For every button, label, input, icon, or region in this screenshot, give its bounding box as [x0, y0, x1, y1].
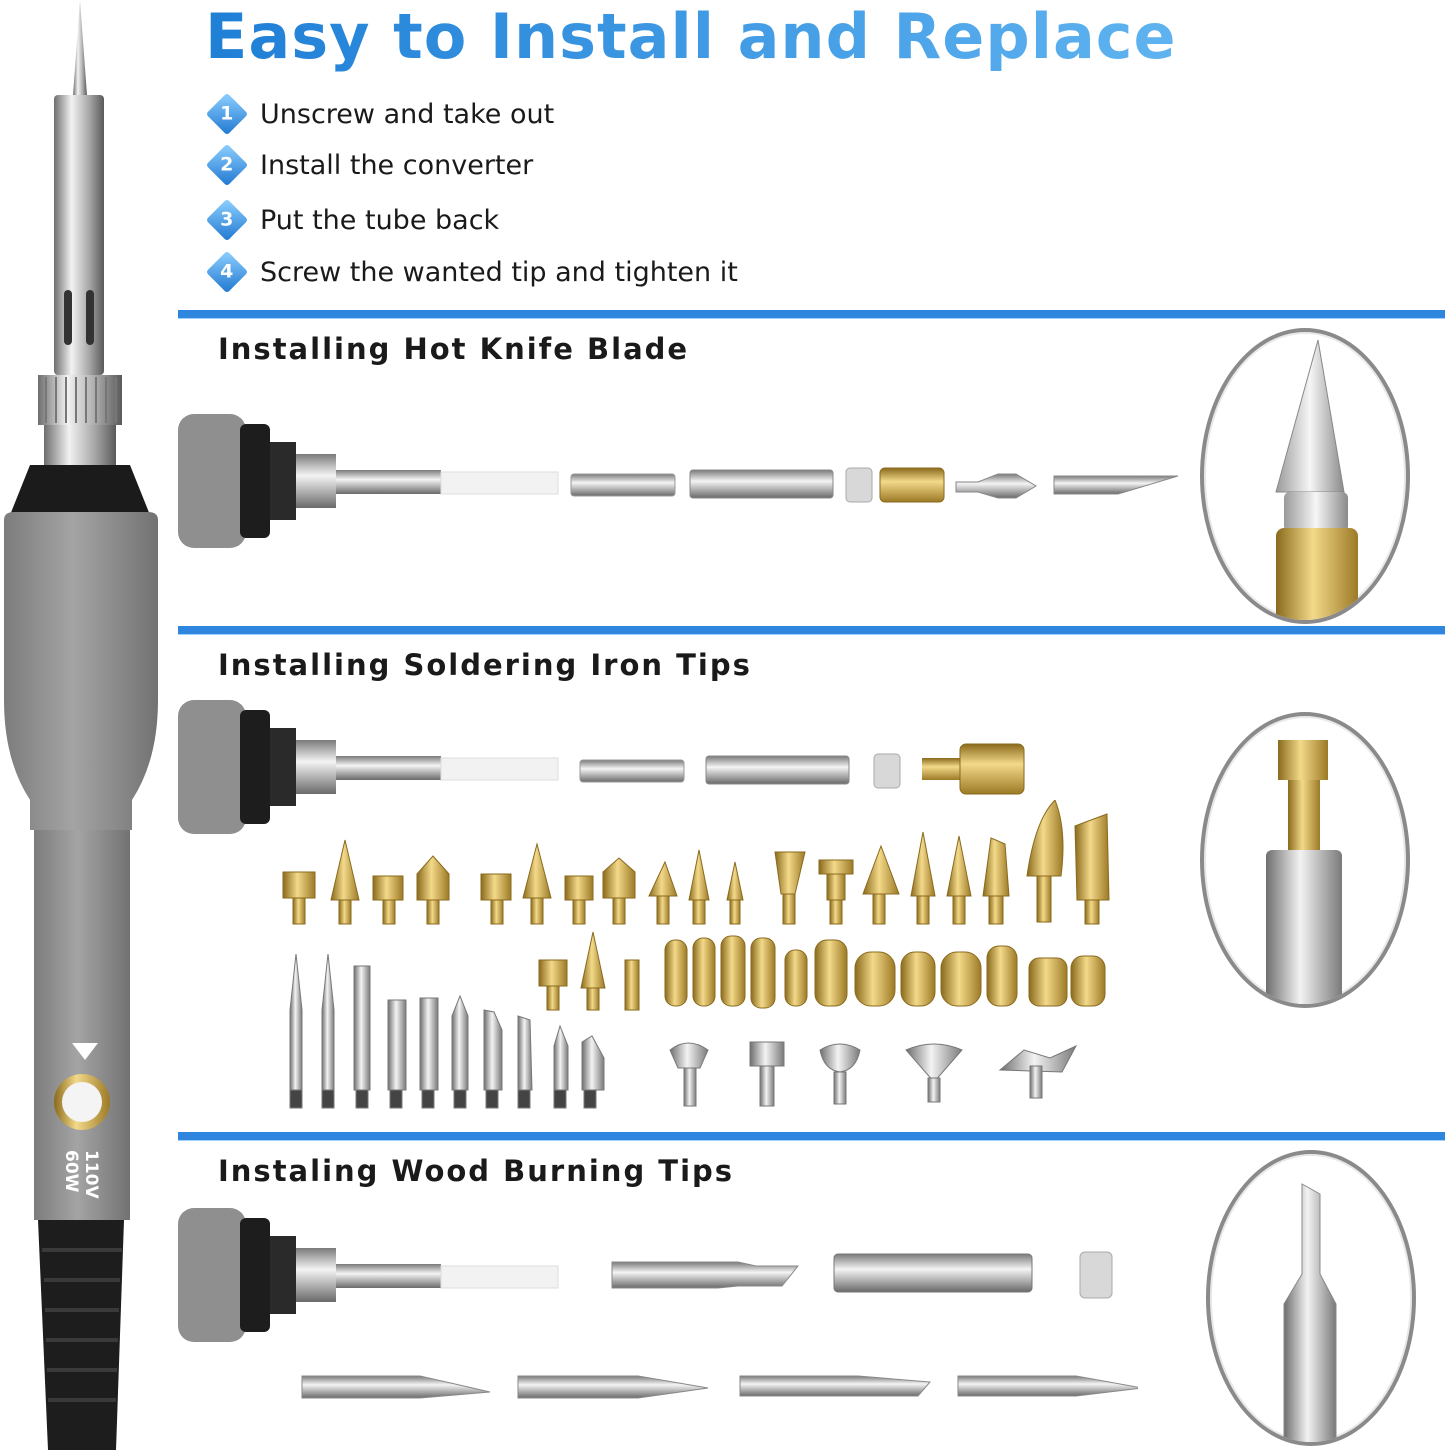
burning-tip-closeup-image: [1283, 1183, 1337, 1442]
section-divider: [178, 310, 1445, 318]
soldering-detail-oval: [1200, 712, 1410, 1008]
soldering-assembly-image: [178, 700, 1025, 834]
step-text: Unscrew and take out: [260, 98, 555, 130]
step-text: Put the tube back: [260, 204, 500, 236]
wood-burning-detail-oval: [1206, 1150, 1416, 1446]
step-badge-icon: 3: [205, 198, 249, 242]
wood-burning-assembly-image: [178, 1208, 1138, 1399]
hot-knife-detail-oval: [1200, 328, 1410, 624]
section-title-wood-burning: Instaling Wood Burning Tips: [218, 1154, 735, 1188]
iron-wattage-label: 60W: [61, 1150, 81, 1193]
soldering-iron-image: 110V 60W: [4, 0, 158, 1450]
step-badge-icon: 1: [205, 92, 249, 136]
hot-knife-assembly-image: [178, 414, 1179, 548]
step-3: 3 Put the tube back: [205, 198, 500, 242]
tip-converter-closeup-image: [1266, 740, 1342, 1004]
section-divider: [178, 626, 1445, 634]
silver-tips-image: [289, 953, 1078, 1109]
page-title: Easy to Install and Replace: [205, 0, 1177, 73]
brass-tips-image: [282, 800, 1110, 1011]
section-title-hot-knife: Installing Hot Knife Blade: [218, 332, 690, 366]
step-1: 1 Unscrew and take out: [205, 92, 555, 136]
section-divider: [178, 1132, 1445, 1140]
iron-voltage-label: 110V: [81, 1150, 101, 1199]
section-title-soldering: Installing Soldering Iron Tips: [218, 648, 752, 682]
step-badge-icon: 2: [205, 143, 249, 187]
step-2: 2 Install the converter: [205, 143, 534, 187]
blade-closeup-image: [1275, 339, 1358, 620]
step-badge-icon: 4: [205, 250, 249, 294]
step-4: 4 Screw the wanted tip and tighten it: [205, 250, 738, 294]
step-text: Install the converter: [260, 149, 534, 181]
step-text: Screw the wanted tip and tighten it: [260, 256, 738, 288]
